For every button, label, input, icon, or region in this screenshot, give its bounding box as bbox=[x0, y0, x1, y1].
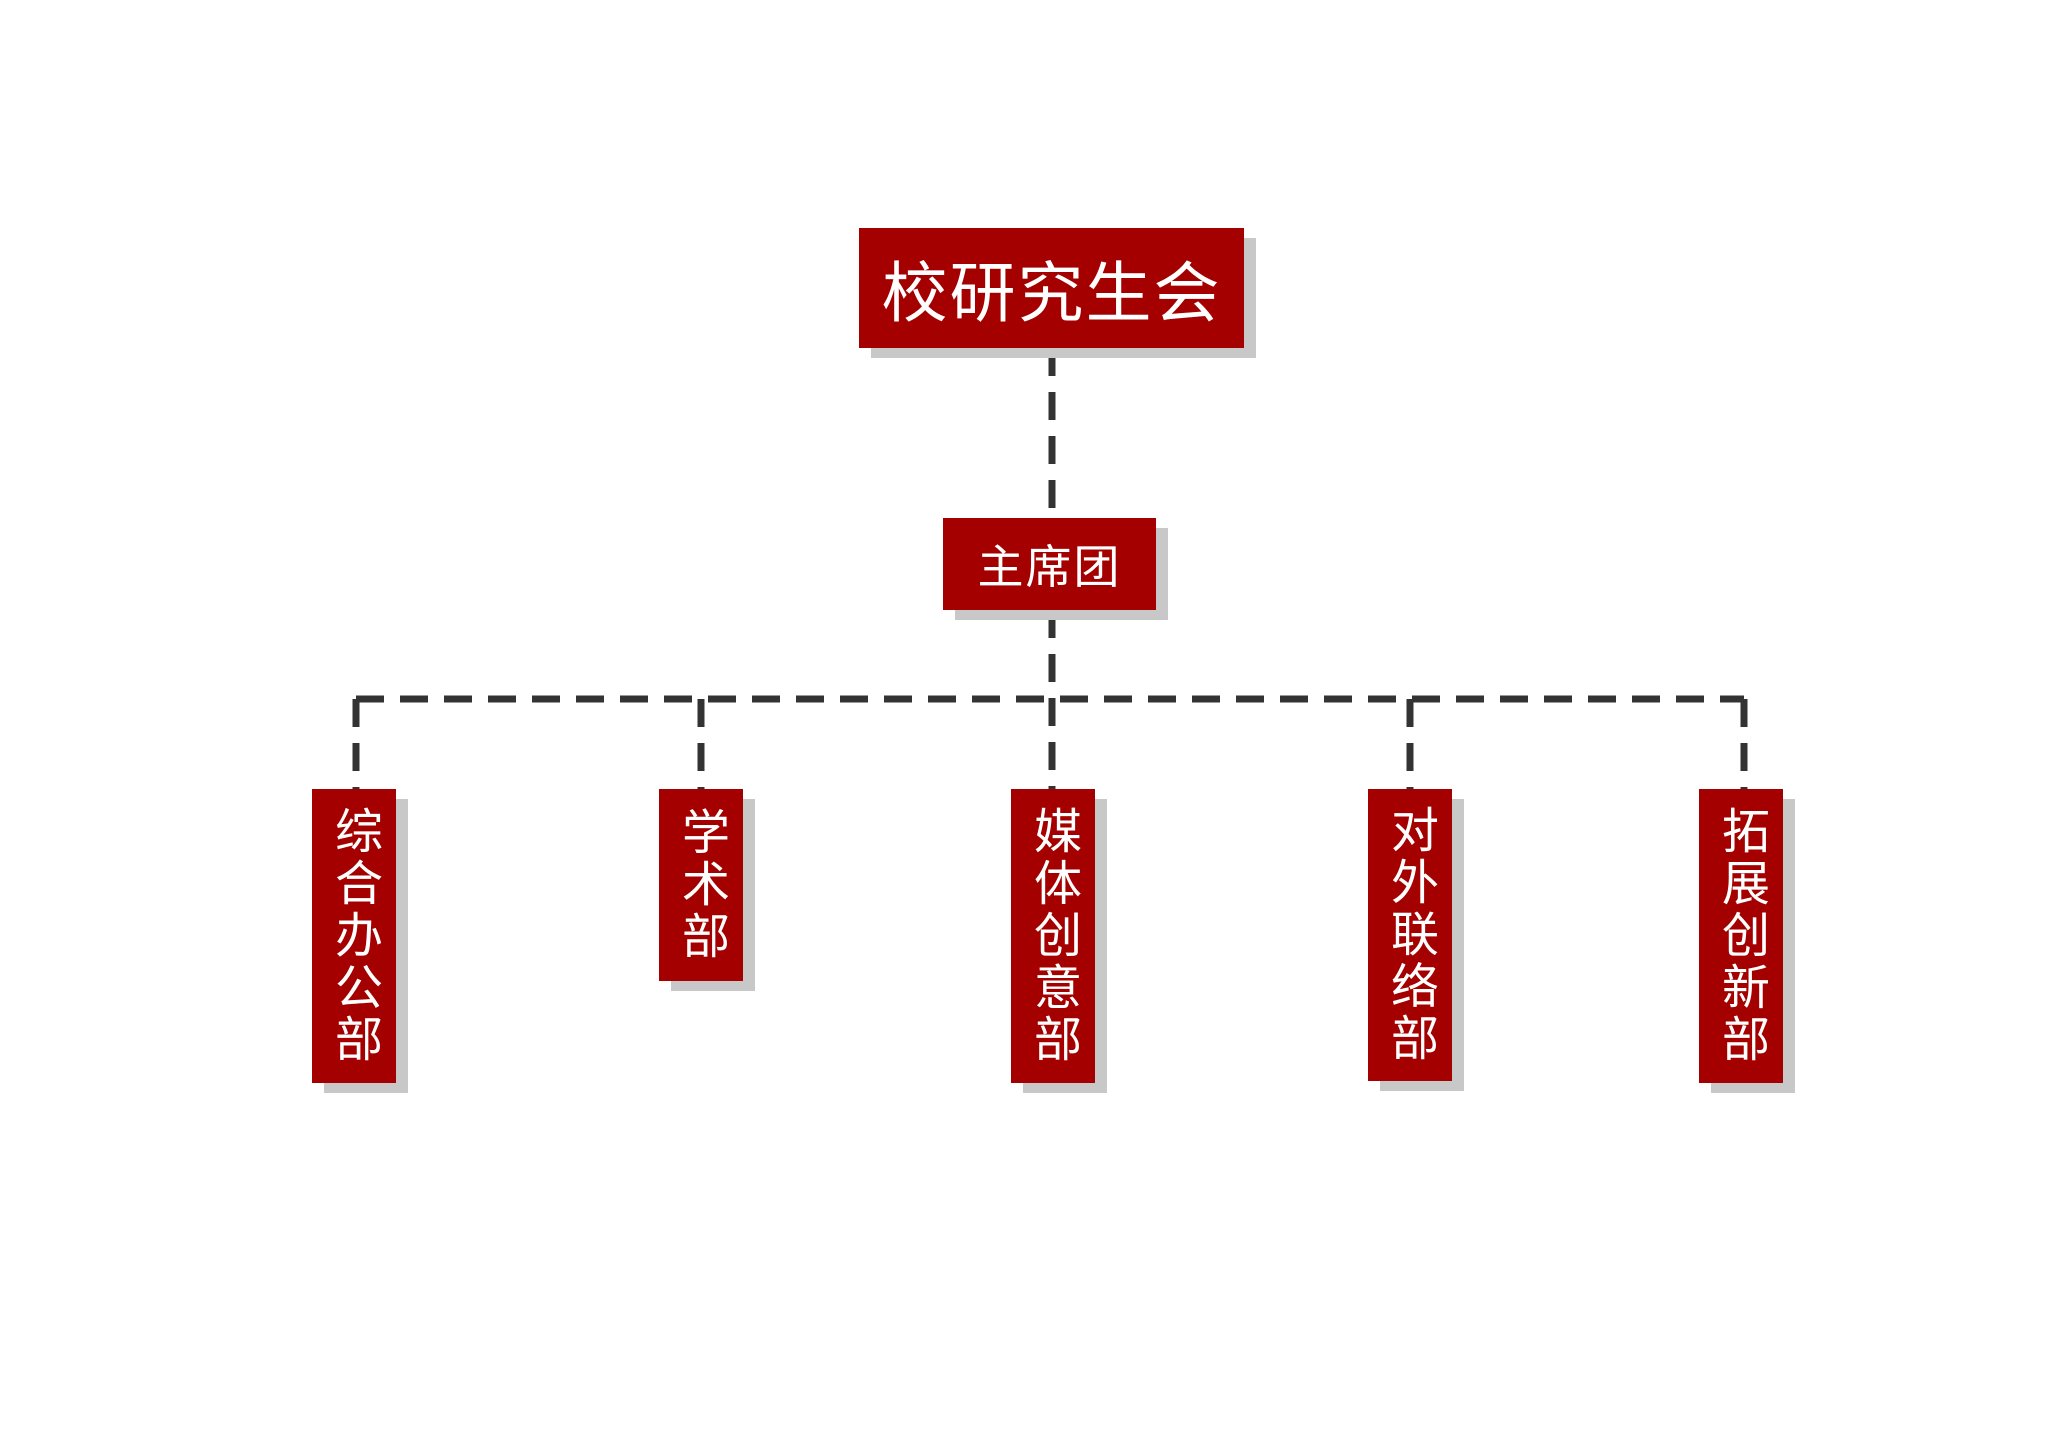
node-label: 校研究生会 bbox=[881, 255, 1222, 332]
node-graduate-student-union: 校研究生会 bbox=[859, 228, 1244, 348]
node-dept-external-liaison: 对外联络部 bbox=[1368, 789, 1452, 1081]
node-dept-expansion-innovation: 拓展创新部 bbox=[1699, 789, 1783, 1083]
node-label: 拓展创新部 bbox=[1713, 806, 1769, 1066]
node-presidium: 主席团 bbox=[943, 518, 1156, 610]
node-label: 对外联络部 bbox=[1382, 805, 1438, 1065]
node-dept-general-office: 综合办公部 bbox=[312, 789, 396, 1083]
node-dept-media-creative: 媒体创意部 bbox=[1011, 789, 1095, 1083]
node-dept-academic: 学术部 bbox=[659, 789, 743, 981]
node-label: 综合办公部 bbox=[326, 806, 382, 1066]
node-label: 媒体创意部 bbox=[1025, 806, 1081, 1066]
node-label: 学术部 bbox=[673, 807, 729, 963]
node-label: 主席团 bbox=[977, 540, 1122, 594]
